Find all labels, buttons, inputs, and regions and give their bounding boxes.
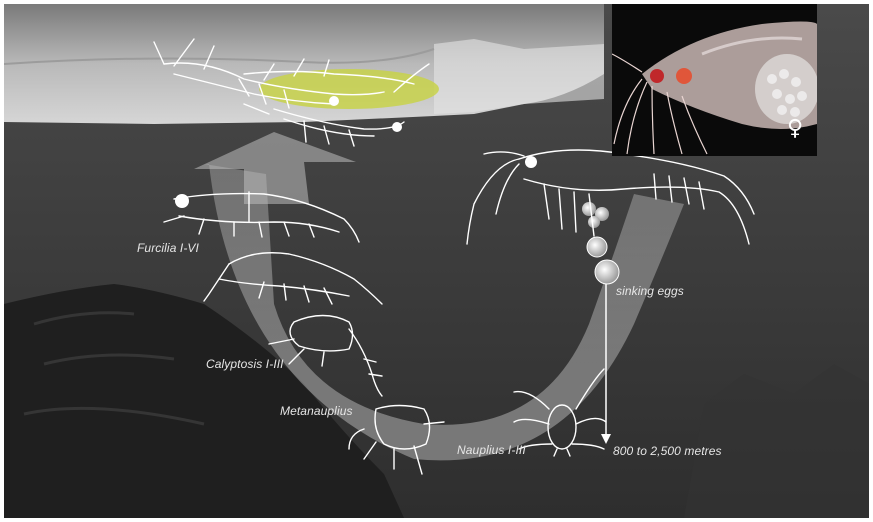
label-nauplius: Nauplius I-III — [457, 443, 526, 457]
label-metanauplius: Metanauplius — [280, 404, 353, 418]
label-calyptosis: Calyptosis I-III — [206, 357, 284, 371]
krill-life-cycle-diagram: Furcilia I-VI Calyptosis I-III Metanaupl… — [4, 4, 869, 518]
label-depth: 800 to 2,500 metres — [613, 444, 722, 458]
label-sinking-eggs: sinking eggs — [616, 284, 684, 298]
label-furcilia: Furcilia I-VI — [137, 241, 199, 255]
krill-photo-inset: ♀ — [612, 4, 817, 156]
female-symbol-icon: ♀ — [787, 116, 803, 141]
